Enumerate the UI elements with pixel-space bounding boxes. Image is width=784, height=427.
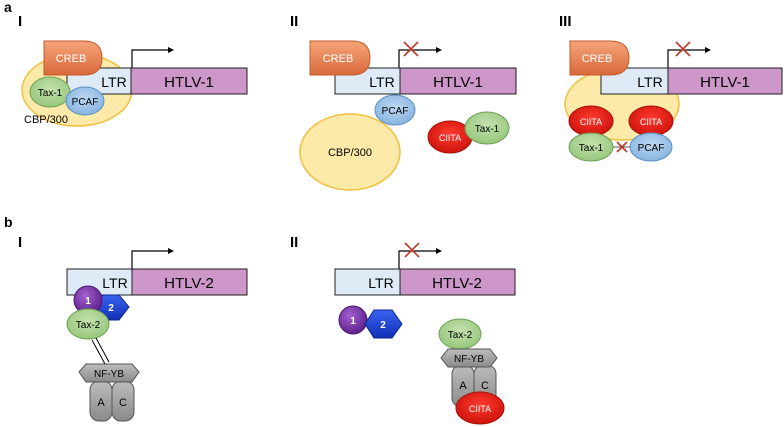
hexagon-2-label: 2 bbox=[108, 303, 114, 314]
ciita-label: CIITA bbox=[469, 404, 491, 414]
pcaf-ellipse bbox=[65, 86, 105, 116]
hexagon-2-label: 2 bbox=[380, 320, 386, 331]
ltr-label: LTR bbox=[368, 275, 393, 291]
ltr-label: LTR bbox=[101, 74, 126, 90]
creb-label: CREB bbox=[323, 53, 354, 65]
htlv-box bbox=[131, 268, 248, 296]
block-cross-icon bbox=[403, 41, 419, 57]
tax1-ellipse bbox=[464, 111, 510, 145]
nfyb-label: NF-YB bbox=[94, 369, 124, 380]
roman-label: III bbox=[559, 13, 572, 30]
htlv-box bbox=[399, 67, 517, 95]
ciita-label: CIITA bbox=[640, 117, 662, 127]
roman-label: I bbox=[18, 234, 22, 251]
roman-label: II bbox=[290, 234, 298, 251]
cbp300-ellipse bbox=[299, 113, 401, 191]
creb-shape bbox=[43, 40, 103, 76]
ciita-label: CIITA bbox=[439, 133, 461, 143]
ltr-label: LTR bbox=[102, 275, 127, 291]
circle-1-label: 1 bbox=[350, 316, 356, 327]
transcription-arrow bbox=[131, 250, 168, 269]
subunit-c-label: C bbox=[119, 397, 127, 409]
tax1-label: Tax-1 bbox=[38, 88, 63, 99]
subunit-a-label: A bbox=[459, 380, 467, 392]
roman-label: I bbox=[18, 13, 22, 30]
arrow-head bbox=[705, 47, 711, 53]
htlv-label: HTLV-2 bbox=[164, 275, 214, 292]
subunit-a-label: A bbox=[97, 397, 105, 409]
tax1-label: Tax-1 bbox=[475, 124, 500, 135]
pcaf-label: PCAF bbox=[638, 143, 665, 154]
panel-b-I: I LTR HTLV-2 2 1 Tax-2 A C NF-YB bbox=[18, 234, 248, 422]
ltr-label: LTR bbox=[369, 74, 394, 90]
pcaf-label: PCAF bbox=[72, 97, 99, 108]
tax1-label: Tax-1 bbox=[579, 143, 604, 154]
arrow-head bbox=[436, 248, 442, 254]
hexagon-2-shape bbox=[364, 309, 403, 339]
arrow-head bbox=[168, 248, 174, 254]
transcription-arrow bbox=[398, 250, 436, 269]
transcription-arrow bbox=[131, 49, 168, 68]
htlv-label: HTLV-2 bbox=[432, 275, 482, 292]
htlv-box bbox=[399, 268, 516, 296]
panel-b-II: II LTR HTLV-2 1 2 Tax-2 A C NF-YB CIITA bbox=[290, 234, 516, 425]
pcaf-label: PCAF bbox=[382, 106, 409, 117]
cbp300-label: CBP/300 bbox=[24, 114, 68, 126]
tax2-label: Tax-2 bbox=[76, 320, 101, 331]
htlv-box bbox=[130, 67, 248, 95]
ltr-box bbox=[334, 268, 401, 296]
link-line bbox=[91, 339, 106, 365]
block-cross-icon bbox=[675, 41, 691, 57]
pcaf-ellipse bbox=[629, 132, 673, 162]
ciita-label: CIITA bbox=[580, 117, 602, 127]
cbp300-label: CBP/300 bbox=[328, 147, 372, 159]
htlv-label: HTLV-1 bbox=[164, 74, 214, 91]
arrow-head bbox=[168, 47, 174, 53]
block-cross-icon bbox=[404, 242, 420, 258]
ciita-ellipse bbox=[455, 391, 505, 425]
tax2-ellipse bbox=[66, 308, 110, 340]
panel-letter-a: a bbox=[4, 0, 12, 15]
htlv-label: HTLV-1 bbox=[700, 74, 750, 91]
panel-a-I: I LTR HTLV-1 CREB Tax-1 PCAF CBP/300 bbox=[18, 13, 248, 127]
ltr-label: LTR bbox=[637, 74, 662, 90]
nfyb-label: NF-YB bbox=[454, 354, 484, 365]
subunit-c-label: C bbox=[481, 380, 489, 392]
link-line bbox=[95, 337, 110, 363]
roman-label: II bbox=[290, 13, 298, 30]
nfyb-shape bbox=[78, 363, 140, 383]
panel-letter-b: b bbox=[4, 214, 13, 230]
creb-label: CREB bbox=[56, 53, 87, 65]
htlv-label: HTLV-1 bbox=[433, 74, 483, 91]
nfyb-shape bbox=[440, 348, 498, 368]
panel-a-II: II LTR HTLV-1 CREB PCAF CBP/300 CIITA Ta… bbox=[290, 13, 517, 191]
htlv-box bbox=[667, 67, 783, 95]
creb-shape bbox=[309, 40, 371, 76]
transcription-arrow bbox=[667, 49, 705, 68]
circle-1-label: 1 bbox=[85, 296, 91, 307]
creb-label: CREB bbox=[582, 53, 613, 65]
block-cross-icon bbox=[616, 141, 628, 153]
panel-a-III: III LTR HTLV-1 CREB CIITA CIITA Tax-1 PC… bbox=[559, 13, 783, 162]
arrow-head bbox=[436, 47, 442, 53]
pcaf-ellipse bbox=[374, 94, 416, 126]
transcription-arrow bbox=[398, 49, 436, 68]
tax2-label: Tax-2 bbox=[448, 330, 473, 341]
creb-shape bbox=[569, 40, 630, 76]
